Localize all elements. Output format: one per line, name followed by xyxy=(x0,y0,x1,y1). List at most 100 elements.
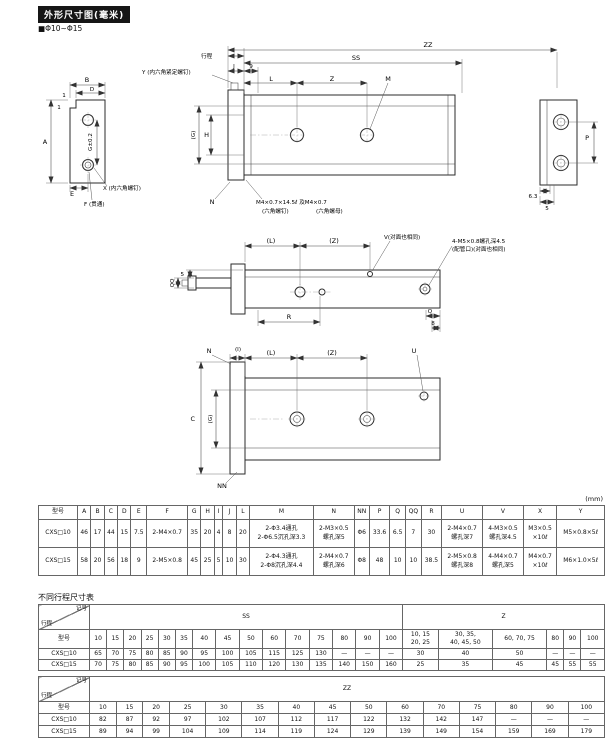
end-view-dimensions: P 6.3 5 xyxy=(529,121,598,212)
table-cell: 30 xyxy=(157,629,176,650)
diag-label-stroke: 行程 xyxy=(41,620,53,627)
table-cell: 15 xyxy=(117,519,132,548)
table-cell: 4-M3×0.5 螺孔深4.5 xyxy=(482,519,524,548)
dim-label-n: N xyxy=(207,347,212,355)
table-cell: 2-Φ4.3通孔 2-Φ8沉孔深4.4 xyxy=(249,547,314,576)
table-cell: 6.5 xyxy=(389,519,407,548)
table-cell: 87 xyxy=(115,713,144,727)
table-cell: X xyxy=(522,505,558,520)
dim-label-z-paren: (Z) xyxy=(329,237,339,245)
table-cell: 38.5 xyxy=(420,547,443,576)
table-cell: 95 xyxy=(174,659,194,672)
table-cell: 109 xyxy=(205,725,243,739)
table-cell: Φ6 xyxy=(353,519,370,548)
table-cell: F xyxy=(146,505,189,520)
table-cell: Φ8 xyxy=(353,547,370,576)
dim-label-p: P xyxy=(585,134,589,142)
table-cell: 122 xyxy=(350,713,388,727)
dim-label-one-top: 1 xyxy=(62,93,66,99)
table-cell: 20 xyxy=(90,547,105,576)
table-cell: 75 xyxy=(106,659,125,672)
table-cell: CXS□15 xyxy=(38,659,90,672)
table-cell: M4×0.7 ×10ℓ xyxy=(522,547,558,576)
table-cell: 169 xyxy=(531,725,569,739)
table-cell: B xyxy=(90,505,105,520)
table-cell: 85 xyxy=(157,648,176,661)
dimension-drawing-main: B D 1 1 A G±0.2 E F (贯通) X (内六角螺钉) ZZ xyxy=(43,41,598,215)
diagonal-header-cell: 记号 行程 xyxy=(38,603,90,631)
table-cell: 50 xyxy=(238,629,264,650)
table-cell: D xyxy=(117,505,132,520)
dim-label-g-paren: (G) xyxy=(191,131,197,140)
dim-label-h: H xyxy=(204,131,209,139)
table-cell: CXS□15 xyxy=(38,547,78,576)
table-cell: 100 xyxy=(567,701,606,715)
top-view-dimensions: (L) (Z) V(对面也相同) 4-M5×0.8螺孔深4.5 (配管口)(对面… xyxy=(170,233,506,332)
diag-label-stroke: 行程 xyxy=(41,692,53,699)
table-cell: 20 xyxy=(123,629,142,650)
table-cell: Q xyxy=(389,505,407,520)
table-cell: 55 xyxy=(563,659,582,672)
dim-label-qq: QQ xyxy=(170,278,176,287)
note-piping-port-1: 4-M5×0.8螺孔深4.5 xyxy=(452,237,506,245)
table-cell: 112 xyxy=(277,713,315,727)
table-cell: 17 xyxy=(90,519,105,548)
zz-group-header-row: 记号 行程 ZZ xyxy=(38,675,605,703)
table-cell: 18 xyxy=(117,547,132,576)
table-cell: 46 xyxy=(76,519,92,548)
table-cell: — xyxy=(332,648,357,661)
dim-label-b: B xyxy=(85,76,89,84)
table-cell: L xyxy=(235,505,251,520)
note-piping-port-2: (配管口)(对面也相同) xyxy=(452,245,505,253)
table-cell: 35 xyxy=(241,701,279,715)
table-cell: 90 xyxy=(355,629,380,650)
diag-label-symbol: 记号 xyxy=(75,606,87,612)
stroke-table-title: 不同行程尺寸表 xyxy=(38,593,94,602)
table-cell: 10 xyxy=(405,547,422,576)
table-cell: 56 xyxy=(103,547,119,576)
table-cell: C xyxy=(103,505,119,520)
table-cell: 80 xyxy=(123,659,142,672)
note-rod-thread: M4×0.7×14.5ℓ 及M4×0.7 xyxy=(256,199,327,206)
z-group-header: Z xyxy=(402,603,605,631)
dim-label-m: M xyxy=(385,75,391,83)
dim-label-5: 5 xyxy=(545,206,549,212)
table-cell: 60, 70, 75 xyxy=(491,629,548,650)
unit-label: (mm) xyxy=(585,495,603,503)
table-cell: 100 xyxy=(192,659,217,672)
table-cell: NN xyxy=(353,505,370,520)
dim-label-j: J xyxy=(232,64,235,70)
table-cell: 120 xyxy=(262,659,287,672)
table-cell: 7 xyxy=(405,519,422,548)
dim-label-r: R xyxy=(287,313,292,321)
dim-label-ss: SS xyxy=(352,54,360,62)
table-cell: I xyxy=(213,505,224,520)
dim-label-d: D xyxy=(90,87,94,93)
table-cell: 9 xyxy=(130,547,148,576)
table-cell: 100 xyxy=(378,629,404,650)
table-cell: 65 xyxy=(88,648,108,661)
table-cell: 型号 xyxy=(38,505,78,520)
table-cell: 2-M5×0.8 xyxy=(146,547,189,576)
table-cell: 10, 15 20, 25 xyxy=(402,629,439,650)
table-cell: 89 xyxy=(89,725,117,739)
table-cell: 8 xyxy=(222,519,237,548)
table-cell: 70 xyxy=(106,648,125,661)
table-cell: 107 xyxy=(241,713,279,727)
table-cell: 2-M5×0.8 螺孔深8 xyxy=(441,547,484,576)
table-cell: 179 xyxy=(567,725,606,739)
table-cell: — xyxy=(567,713,606,727)
table-cell: 2-M4×0.7 螺孔深7 xyxy=(441,519,484,548)
front-view-dimensions: B D 1 1 A G±0.2 E F (贯通) X (内六角螺钉) xyxy=(43,76,141,208)
table-cell: 2-M4×0.7 xyxy=(146,519,189,548)
table-cell: 50 xyxy=(491,648,548,661)
table-cell: 45 xyxy=(313,701,352,715)
table-cell: 40 xyxy=(192,629,217,650)
table-cell: 129 xyxy=(350,725,388,739)
side-view-dimensions: ZZ SS 行程 J 9 L Z M Y (内六角紧定螺钉) (G) H N M… xyxy=(141,41,558,215)
